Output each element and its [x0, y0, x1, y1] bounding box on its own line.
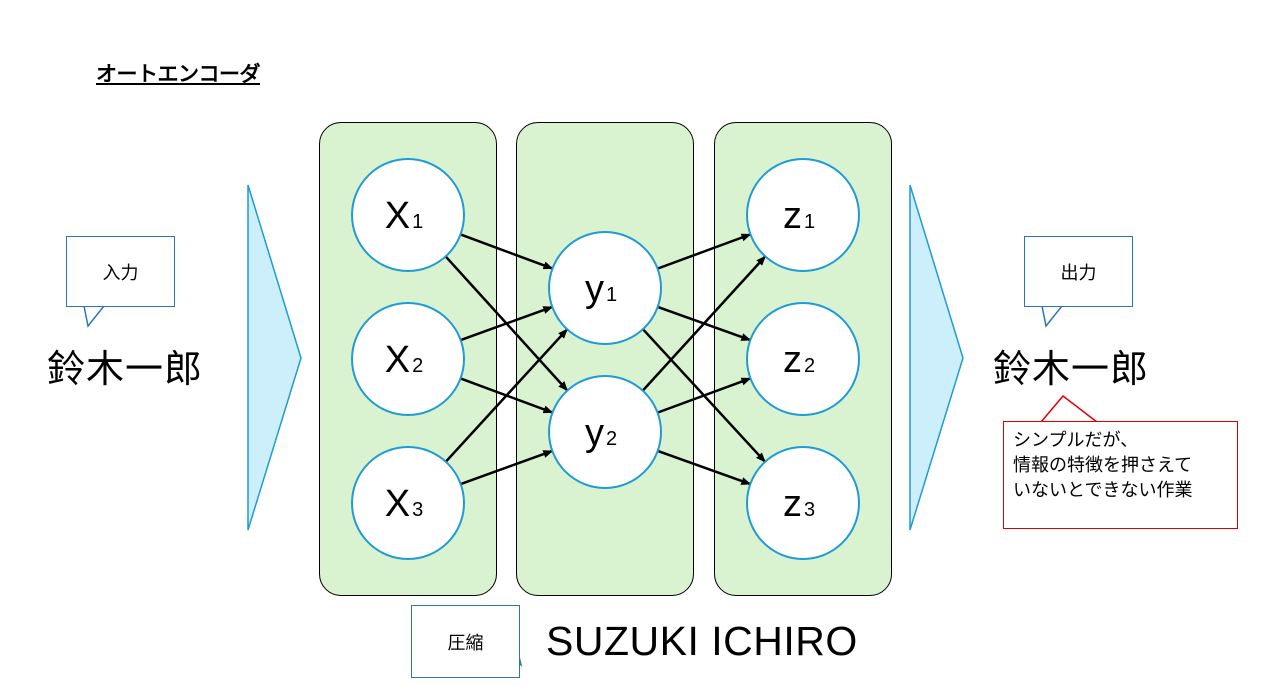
node-subscript-x1: 1	[412, 211, 423, 233]
node-subscript-y1: 1	[606, 284, 617, 306]
output-name: 鈴木一郎	[993, 347, 1150, 391]
input-callout-label: 入力	[102, 262, 139, 284]
node-subscript-z1: 1	[804, 211, 815, 233]
node-circle-z3	[746, 446, 860, 560]
compress-callout-label: 圧縮	[447, 632, 484, 654]
connection-lines	[444, 233, 767, 486]
edge-x3-y2	[460, 449, 554, 486]
note-callout-tail	[1039, 394, 1100, 423]
input-callout-tail	[83, 305, 106, 328]
note-callout	[1003, 421, 1238, 529]
node-subscript-z2: 2	[804, 355, 815, 377]
input-callout: 入力	[66, 236, 175, 307]
input-name: 鈴木一郎	[47, 347, 204, 391]
node-subscript-y2: 2	[606, 428, 617, 450]
node-circle-x3	[351, 446, 465, 560]
output-callout-label: 出力	[1060, 262, 1097, 284]
note-line-3: いないとできない作業	[1013, 480, 1193, 501]
hidden-layer-box	[516, 122, 694, 596]
output-flow-arrow	[909, 184, 964, 531]
edge-x3-y1	[444, 328, 569, 463]
node-subscript-x3: 3	[412, 499, 423, 521]
input-flow-arrow	[247, 184, 302, 531]
node-circle-y1	[548, 231, 662, 345]
node-subscript-x2: 2	[412, 355, 423, 377]
note-line-1: シンプルだが、	[1013, 430, 1139, 451]
node-circle-y2	[548, 375, 662, 489]
node-circle-x2	[351, 302, 465, 416]
edge-y2-z1	[641, 255, 767, 392]
note-line-2: 情報の特徴を押さえて	[1013, 455, 1193, 476]
node-circle-z2	[746, 302, 860, 416]
node-circle-x1	[351, 158, 465, 272]
note-text: シンプルだが、 情報の特徴を押さえて いないとできない作業	[1003, 428, 1237, 503]
output-callout-tail	[1041, 305, 1064, 328]
node-subscript-z3: 3	[804, 499, 815, 521]
edge-x1-y1	[460, 233, 554, 270]
edge-y2-z3	[657, 449, 752, 486]
edge-y2-z2	[657, 377, 752, 414]
compressed-romaji: SUZUKI ICHIRO	[546, 618, 858, 664]
output-callout: 出力	[1024, 236, 1133, 307]
edge-y1-z1	[657, 233, 752, 270]
edge-x2-y1	[460, 305, 554, 342]
page-title: オートエンコーダ	[96, 62, 261, 86]
node-circle-z1	[746, 158, 860, 272]
compress-callout: 圧縮	[411, 605, 520, 678]
